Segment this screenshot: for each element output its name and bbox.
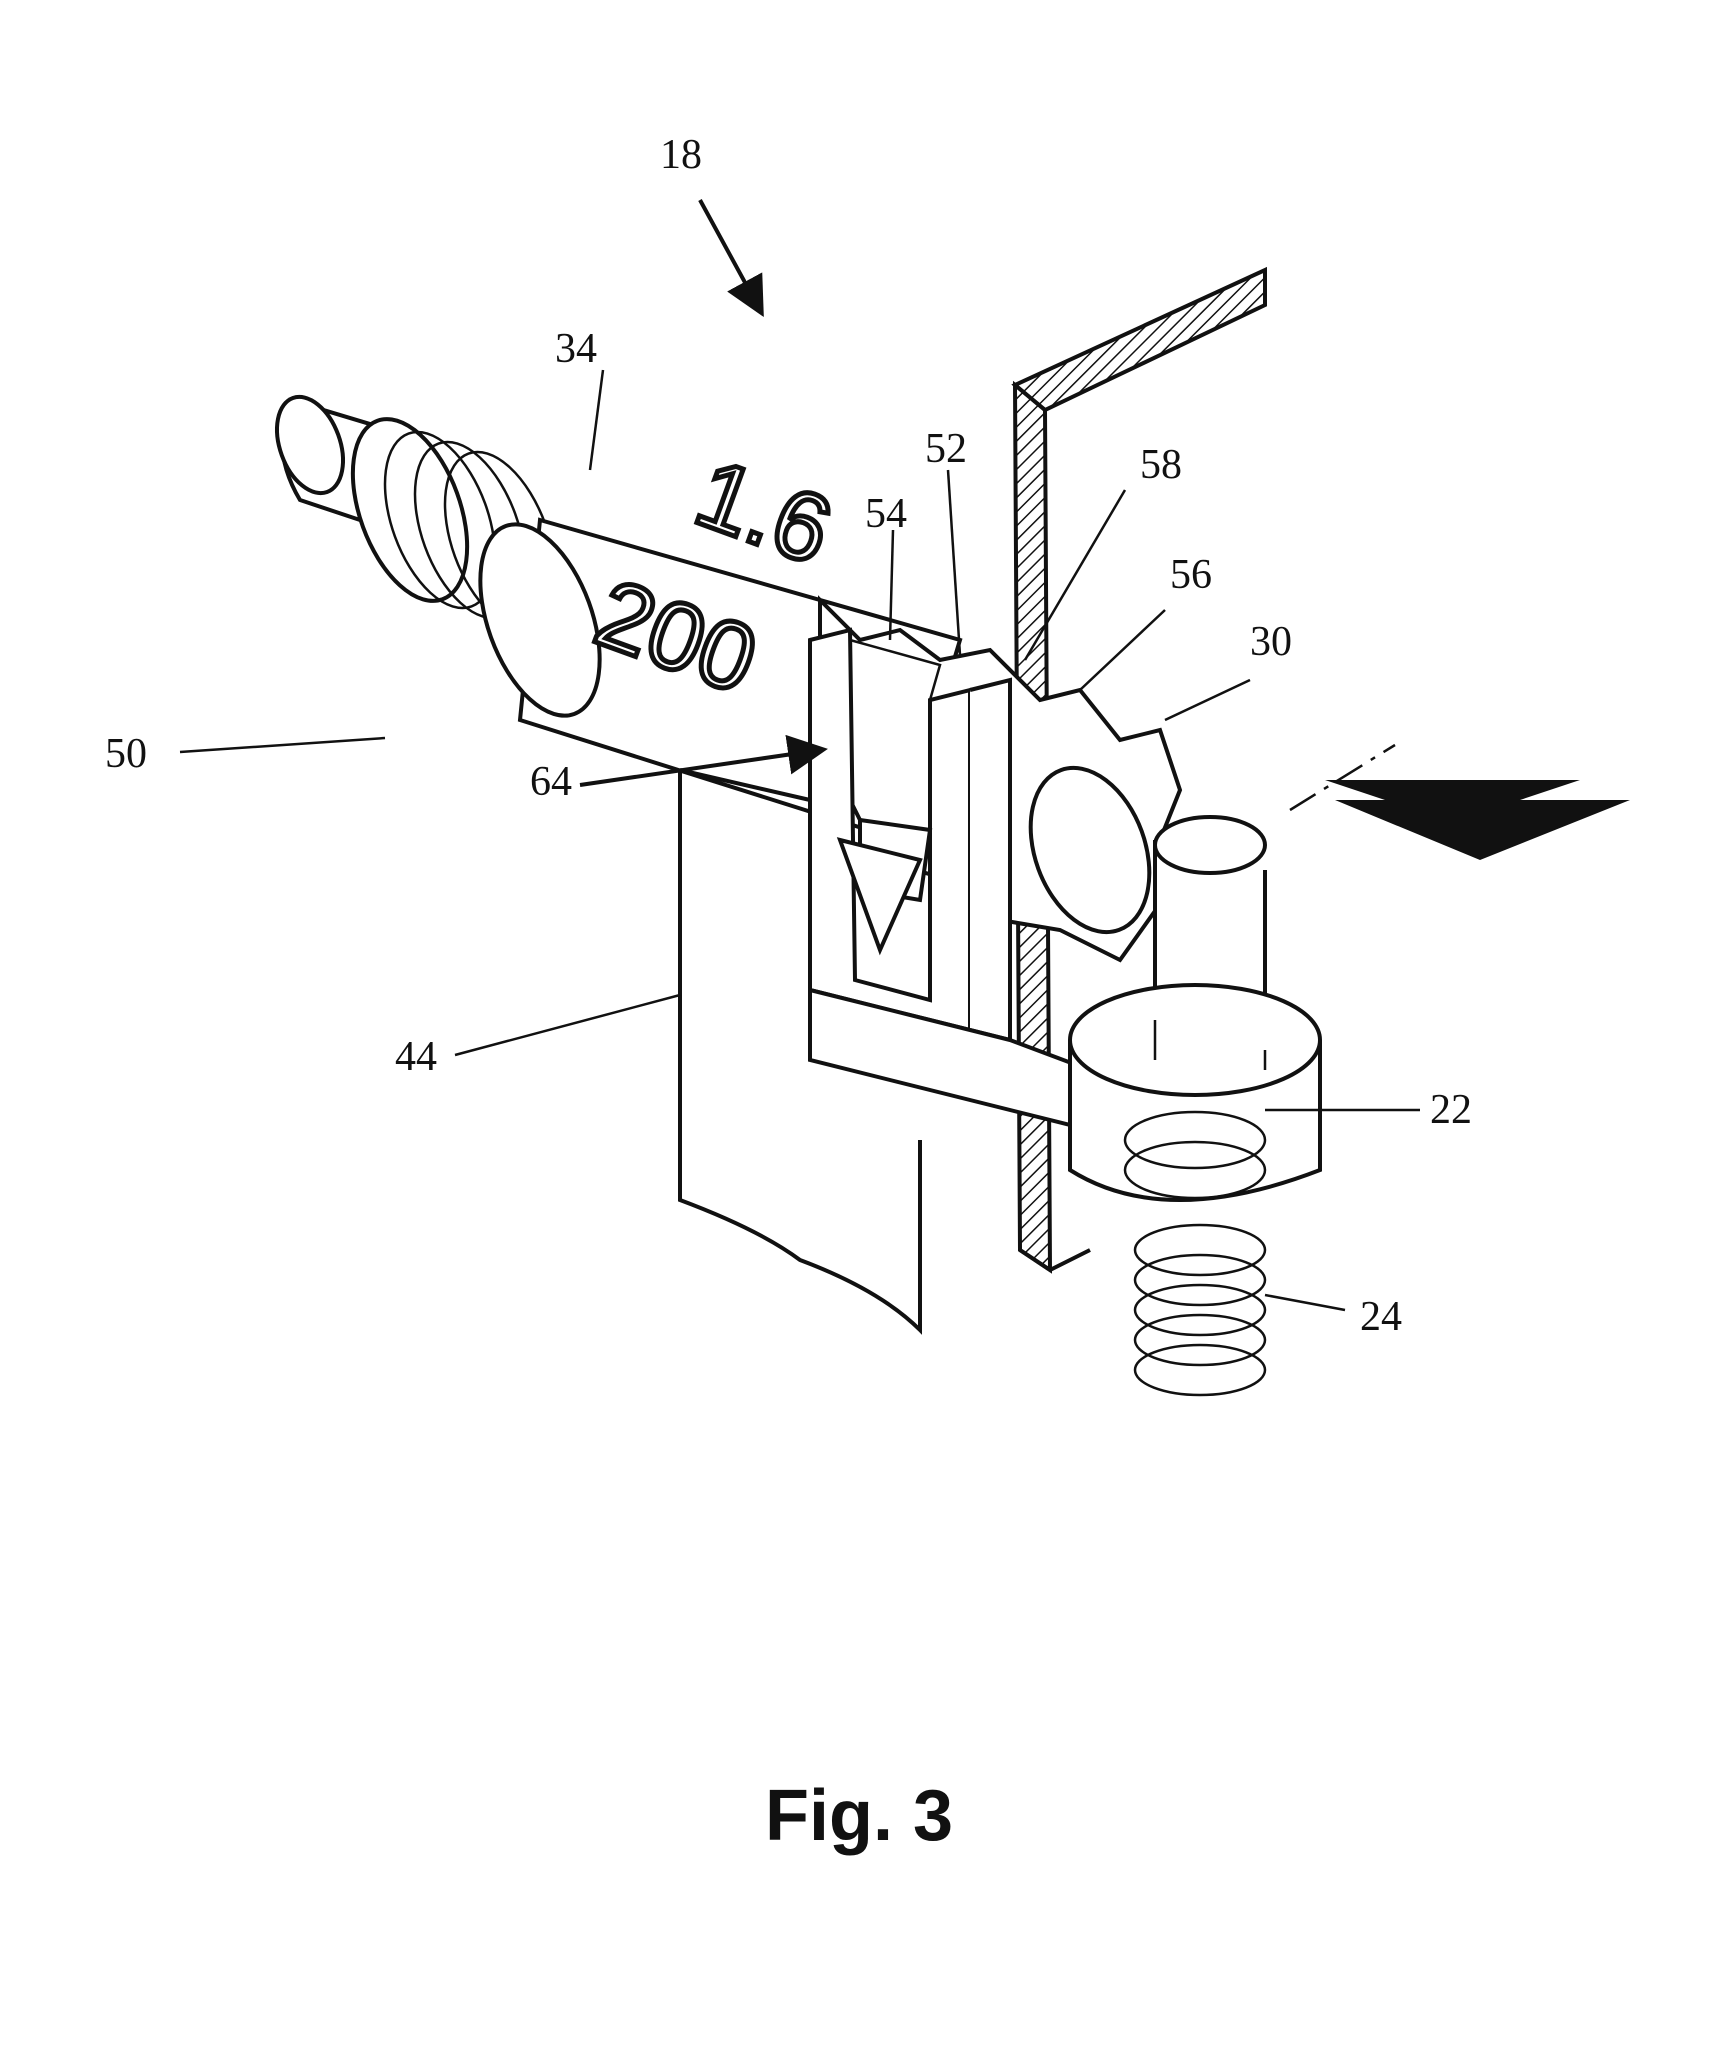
label-22: 22: [1430, 1087, 1472, 1133]
label-52: 52: [925, 426, 967, 472]
plunger: [1068, 815, 1322, 1202]
label-24: 24: [1360, 1294, 1402, 1340]
figure-caption: Fig. 3: [765, 1776, 953, 1856]
leader-lines: [179, 199, 1420, 1312]
label-64: 64: [530, 759, 572, 805]
centerline: [1289, 743, 1396, 812]
direction-arrow: [1325, 780, 1630, 860]
label-56: 56: [1170, 552, 1212, 598]
label-50: 50: [105, 731, 147, 777]
bracket-plate: [678, 768, 922, 1335]
label-18: 18: [660, 132, 702, 178]
spring: [1123, 1110, 1267, 1397]
label-44: 44: [395, 1034, 437, 1080]
label-30: 30: [1250, 619, 1292, 665]
label-58: 58: [1140, 442, 1182, 488]
dial-number-160: 1.6: [683, 439, 845, 585]
label-54: 54: [865, 491, 907, 537]
label-34: 34: [555, 326, 597, 372]
